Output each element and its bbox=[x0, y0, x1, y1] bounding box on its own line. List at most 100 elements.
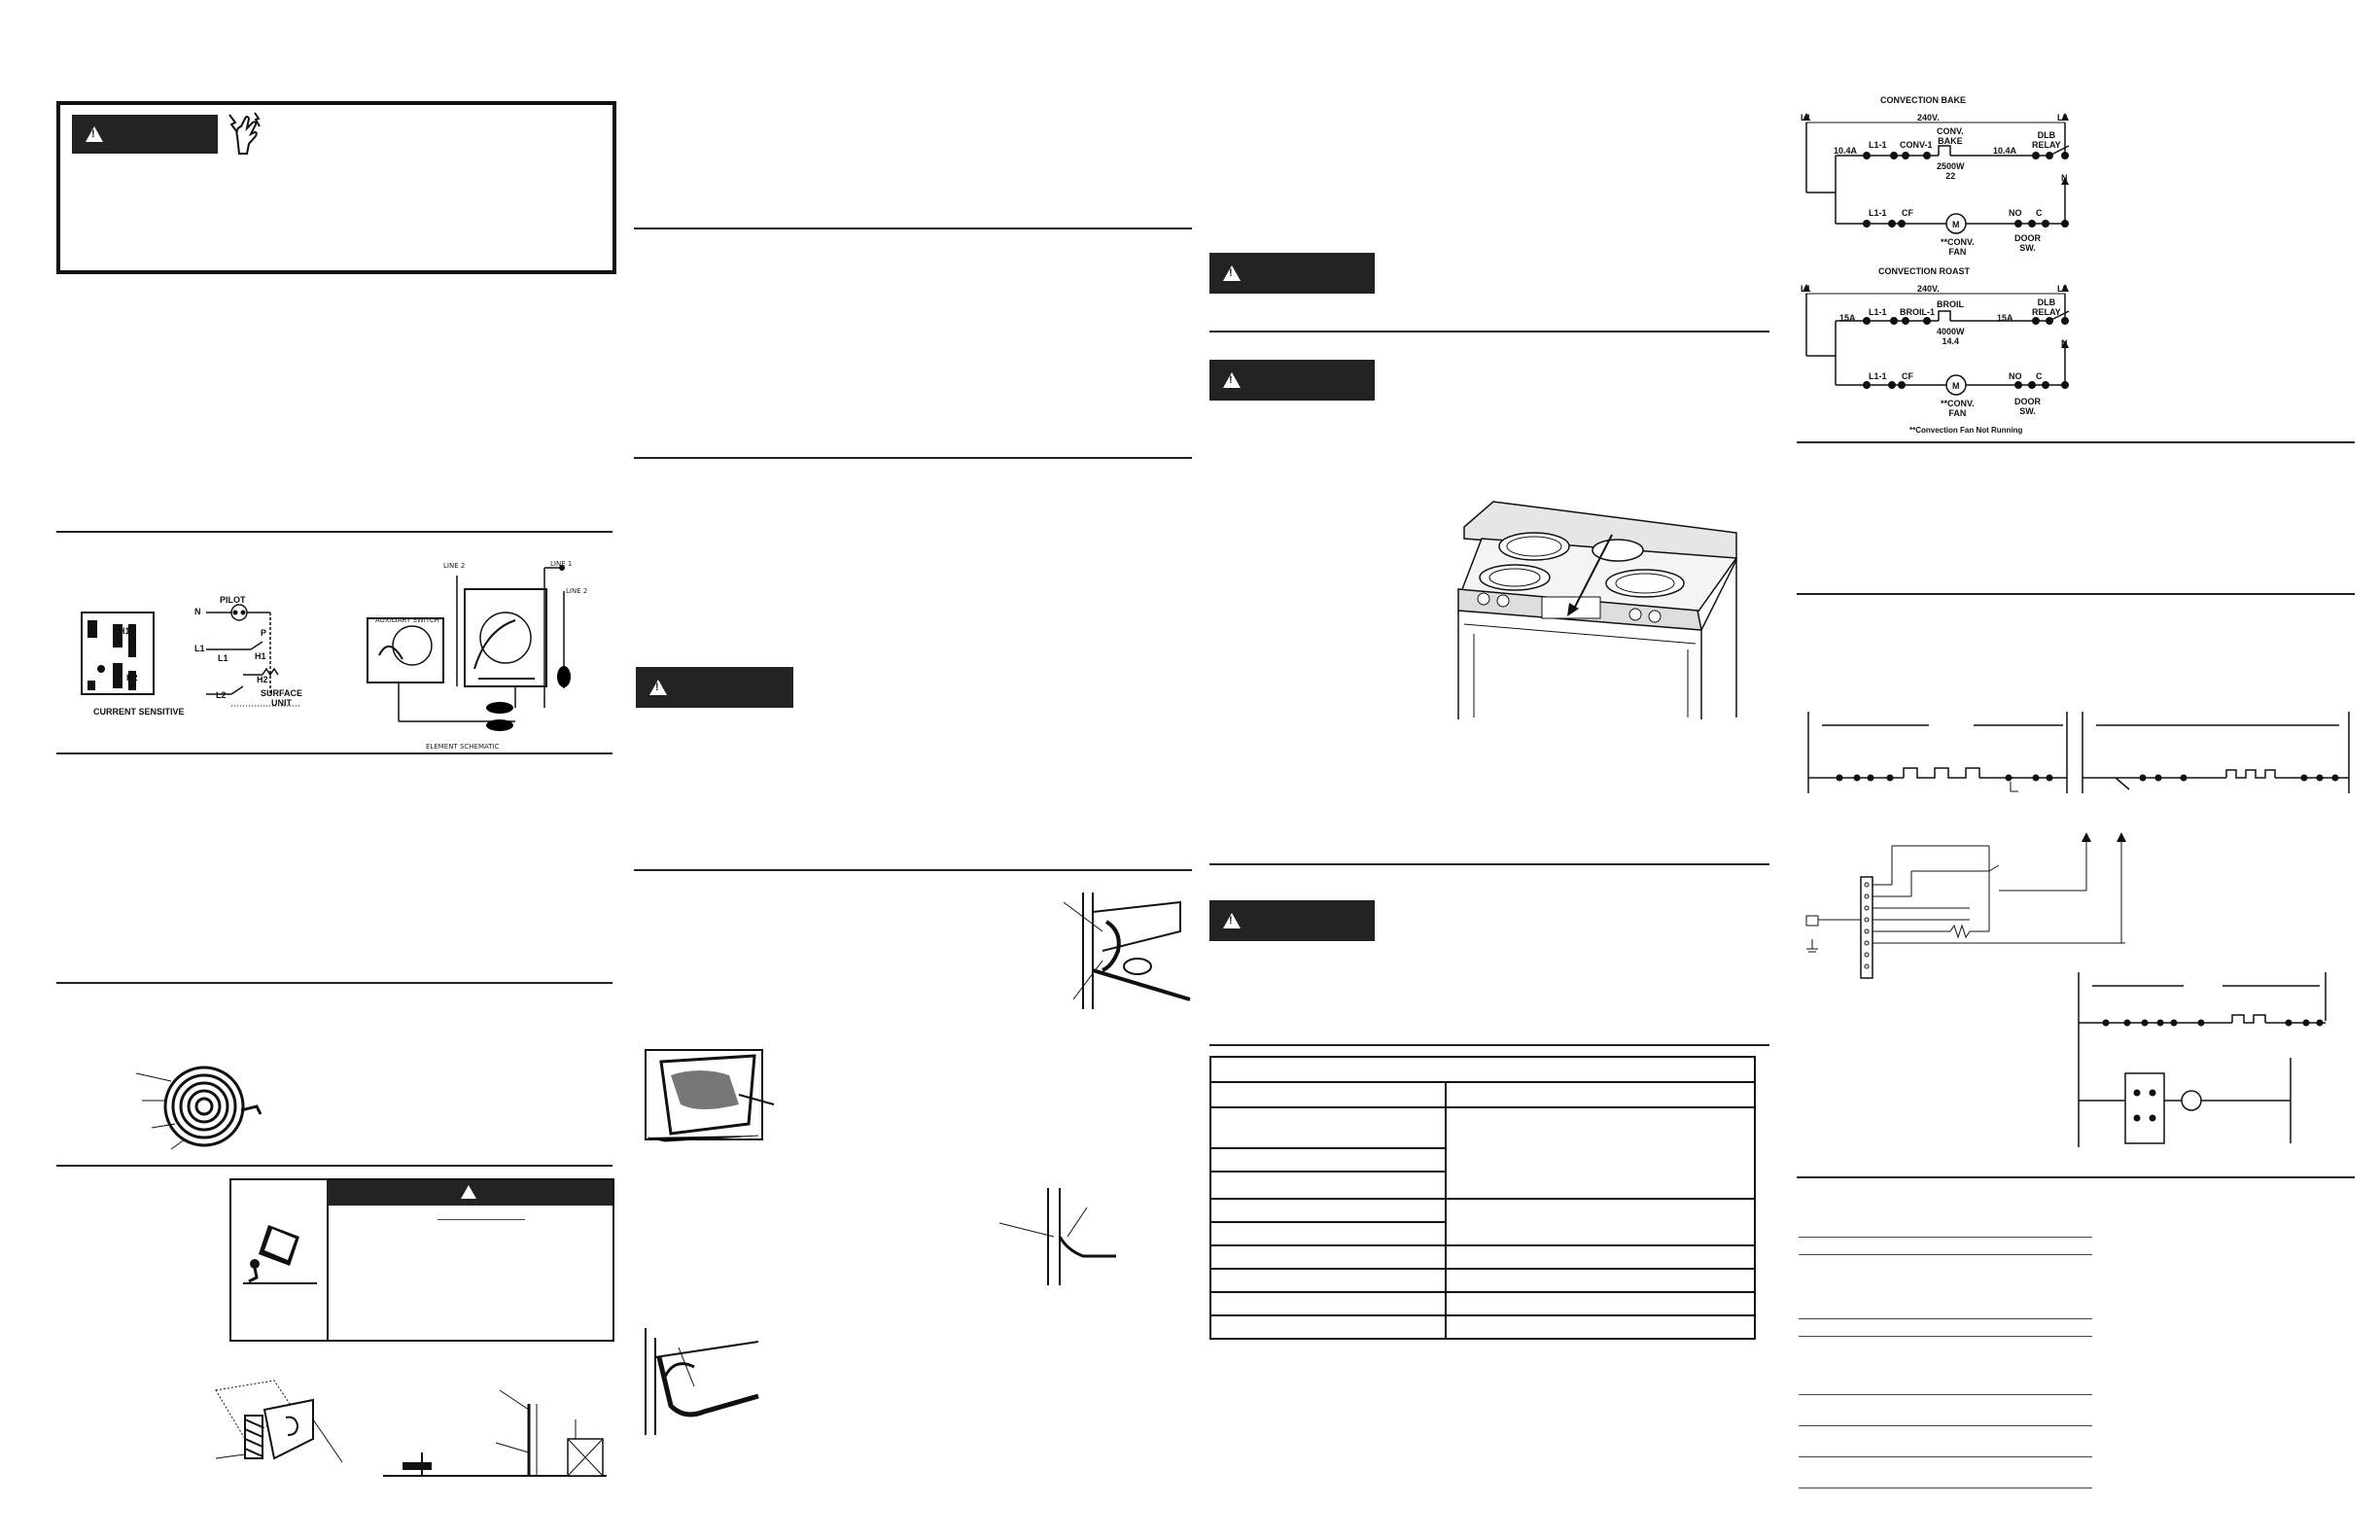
table-cell bbox=[1445, 1198, 1756, 1246]
warning-triangle-icon bbox=[1223, 372, 1241, 388]
conv-roast-l2: L2 bbox=[2057, 284, 2068, 294]
section-divider bbox=[1797, 593, 2355, 595]
section-divider bbox=[1797, 441, 2355, 443]
conv-roast-c: C bbox=[2036, 371, 2043, 381]
l1b-label: L1 bbox=[218, 653, 228, 663]
current-sensitive-switch-drawing bbox=[81, 612, 155, 695]
conv-roast-schematic bbox=[1802, 284, 2070, 396]
n-label: N bbox=[194, 607, 201, 616]
conv-bake-title: CONVECTION BAKE bbox=[1880, 95, 1967, 105]
conv-bake-cf: CF bbox=[1902, 208, 1913, 218]
conv-bake-door: DOOR SW. bbox=[2014, 233, 2041, 253]
current-sensitive-label: CURRENT SENSITIVE bbox=[93, 707, 185, 717]
conv-bake-schematic bbox=[1802, 113, 2070, 234]
range-illustration bbox=[1457, 501, 1738, 719]
table-cell bbox=[1209, 1106, 1447, 1149]
conv-roast-sw3: L1-1 bbox=[1869, 371, 1887, 381]
warning-box-electric-shock bbox=[56, 101, 616, 274]
section-divider bbox=[56, 752, 612, 754]
table-cell bbox=[1209, 1081, 1447, 1108]
conv-bake-current-left: 10.4A bbox=[1834, 146, 1858, 156]
warning-triangle-icon bbox=[1223, 265, 1241, 281]
tip-over-rule bbox=[438, 1219, 525, 1220]
conv-roast-cf: CF bbox=[1902, 371, 1913, 381]
anti-tip-wall-drawing bbox=[383, 1389, 607, 1477]
door-removal-drawing bbox=[645, 1049, 775, 1142]
table-cell bbox=[1445, 1106, 1756, 1200]
pilot-surface-unit-schematic bbox=[206, 604, 299, 707]
l1-label: L1 bbox=[194, 644, 205, 653]
table-cell bbox=[1445, 1268, 1756, 1293]
l2-label: L2 bbox=[216, 690, 227, 700]
conv-roast-current-left: 15A bbox=[1839, 313, 1856, 323]
conv-roast-door: DOOR SW. bbox=[2014, 397, 2041, 416]
table-cell bbox=[1209, 1221, 1447, 1246]
table-cell bbox=[1209, 1314, 1447, 1340]
h1-sch-label: H1 bbox=[255, 651, 266, 661]
surface-element-coil-drawing bbox=[135, 1066, 262, 1150]
section-divider bbox=[56, 1165, 612, 1167]
electric-shock-hand-icon bbox=[228, 112, 261, 155]
section-divider bbox=[56, 982, 612, 984]
door-hinge-drawing-1 bbox=[1063, 892, 1191, 1009]
section-divider bbox=[1209, 863, 1769, 865]
conv-bake-l1: L1 bbox=[1801, 113, 1811, 122]
conv-bake-sw3: L1-1 bbox=[1869, 208, 1887, 218]
table-cell bbox=[1445, 1291, 1756, 1316]
warning-banner bbox=[1209, 253, 1375, 294]
table-header-row bbox=[1209, 1056, 1756, 1083]
conv-bake-no: NO bbox=[2009, 208, 2022, 218]
fan-relay-schematic bbox=[2078, 972, 2327, 1147]
conv-roast-current-right: 15A bbox=[1997, 313, 2013, 323]
line2-label: LINE 2 bbox=[443, 562, 466, 570]
warning-triangle-icon bbox=[86, 126, 103, 142]
surface-unit-label: SURFACE UNIT bbox=[261, 688, 303, 708]
conv-roast-sw1: L1-1 bbox=[1869, 307, 1887, 317]
conv-bake-n: N bbox=[2061, 173, 2068, 183]
conv-bake-motor: M bbox=[1952, 220, 1960, 229]
table-cell bbox=[1209, 1268, 1447, 1293]
conv-roast-footnote: **Convection Fan Not Running bbox=[1909, 426, 2023, 435]
line2b-label: LINE 2 bbox=[566, 587, 588, 595]
table-cell bbox=[1445, 1314, 1756, 1340]
conv-bake-sw2: CONV-1 bbox=[1900, 140, 1933, 150]
door-hinge-drawing-2 bbox=[998, 1188, 1116, 1285]
list-rule bbox=[1799, 1318, 2092, 1319]
tip-over-warning-box bbox=[229, 1178, 614, 1342]
element-schematic-drawing bbox=[367, 565, 571, 731]
conv-roast-n: N bbox=[2061, 338, 2068, 348]
section-divider bbox=[56, 531, 612, 533]
warning-banner bbox=[72, 115, 218, 154]
conv-bake-voltage: 240V. bbox=[1917, 113, 1940, 122]
conv-roast-watt: 4000W 14.4 bbox=[1937, 327, 1965, 346]
section-divider bbox=[634, 869, 1192, 871]
table-cell bbox=[1445, 1244, 1756, 1270]
warning-banner bbox=[636, 667, 793, 708]
conv-bake-sw1: L1-1 bbox=[1869, 140, 1887, 150]
aux-switch-label: AUXILIARY SWITCH bbox=[375, 616, 439, 624]
conv-bake-relay: DLB RELAY bbox=[2032, 130, 2061, 150]
list-rule bbox=[1799, 1394, 2092, 1395]
table-cell bbox=[1209, 1244, 1447, 1270]
line1-label: LINE 1 bbox=[550, 560, 573, 568]
pilot-label: PILOT bbox=[220, 595, 246, 605]
p-label: P bbox=[261, 628, 267, 638]
list-rule bbox=[1799, 1425, 2092, 1426]
warning-banner bbox=[1209, 900, 1375, 941]
terminal-block-schematic bbox=[1805, 832, 2126, 979]
warning-triangle-icon bbox=[1223, 913, 1241, 928]
conv-roast-fan: **CONV. FAN bbox=[1941, 399, 1975, 418]
door-gasket-drawing bbox=[645, 1328, 759, 1435]
table-cell bbox=[1209, 1147, 1447, 1172]
conv-bake-fan: **CONV. FAN bbox=[1941, 237, 1975, 257]
conv-roast-no: NO bbox=[2009, 371, 2022, 381]
element-schematic-label: ELEMENT SCHEMATIC bbox=[426, 743, 500, 751]
conv-bake-watt: 2500W 22 bbox=[1937, 161, 1965, 181]
tip-over-warning-banner bbox=[327, 1180, 612, 1206]
conv-bake-l2: L2 bbox=[2057, 113, 2068, 122]
door-lock-schematic-b bbox=[2082, 712, 2350, 793]
tip-over-icon bbox=[243, 1225, 317, 1284]
section-divider bbox=[634, 457, 1192, 459]
table-cell bbox=[1445, 1081, 1756, 1108]
door-lock-schematic-a bbox=[1807, 712, 2068, 793]
